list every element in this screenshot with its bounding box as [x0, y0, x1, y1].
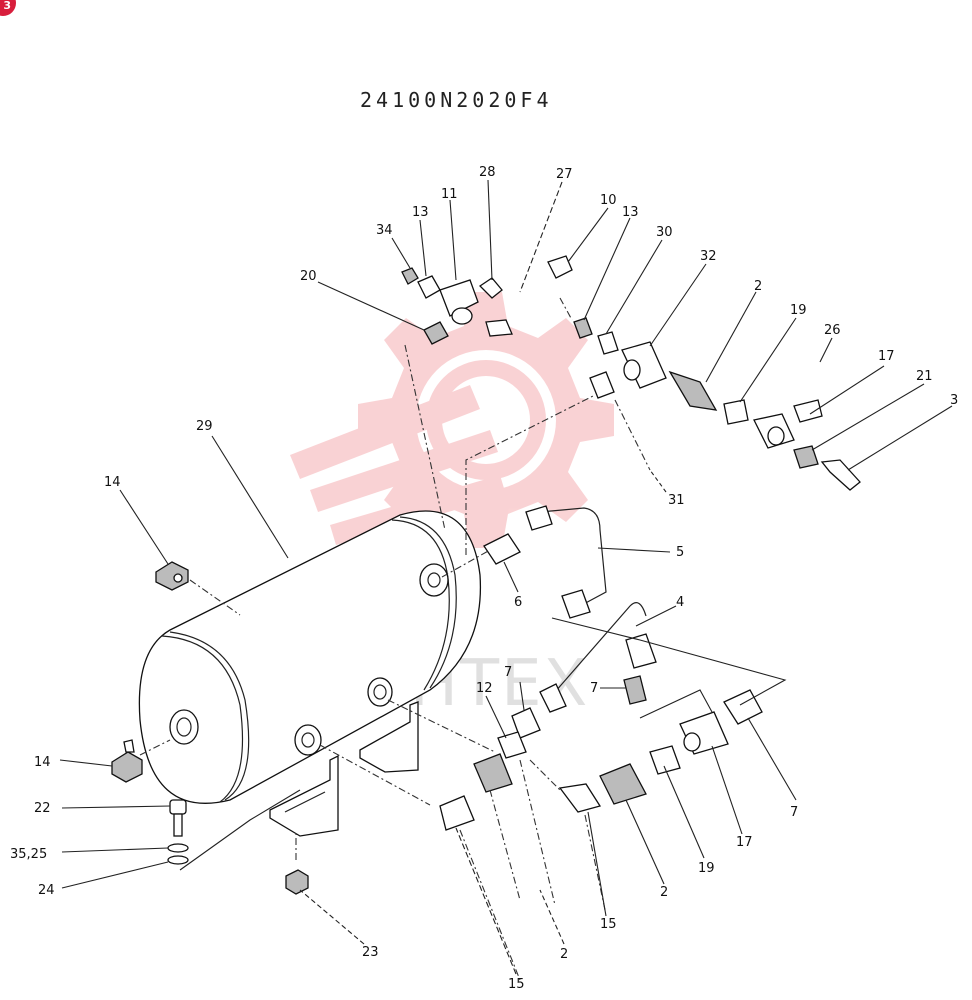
callout-15-bottom: 15 — [508, 977, 525, 992]
callout-31: 31 — [668, 493, 685, 508]
tank-bottom-port — [294, 724, 322, 756]
tank-end-port — [169, 709, 199, 745]
callout-5: 5 — [676, 545, 684, 560]
callout-labels: 34 13 11 28 27 10 13 30 32 2 19 26 17 21… — [10, 165, 958, 992]
fitting-6 — [483, 533, 521, 565]
drawing-part-number: 24100N2020F4 — [360, 88, 553, 112]
callout-32: 32 — [700, 249, 717, 264]
fitting-7-c — [723, 689, 763, 725]
tee-assembly-upper-left — [401, 267, 513, 345]
callout-2-lower-right: 2 — [660, 885, 668, 900]
elbow-fitting-14-upper — [155, 561, 189, 591]
callout-7-right: 7 — [790, 805, 798, 820]
callout-12: 12 — [476, 681, 493, 696]
fitting-chain-lower — [439, 711, 729, 831]
bolt-22-shank — [173, 813, 183, 837]
bolt-22-head — [169, 799, 187, 815]
fitting-7-a — [623, 675, 647, 705]
callout-34: 34 — [376, 223, 393, 238]
page-badge: 3 — [0, 0, 16, 16]
callout-35-25: 35,25 — [10, 847, 47, 862]
callout-26: 26 — [824, 323, 841, 338]
callout-20: 20 — [300, 269, 317, 284]
callout-21: 21 — [916, 369, 933, 384]
callout-15-center: 15 — [600, 917, 617, 932]
callout-10: 10 — [600, 193, 617, 208]
tank-top-port — [419, 563, 449, 597]
callout-14-upper: 14 — [104, 475, 121, 490]
tank-side-port — [367, 677, 393, 707]
callout-7-center: 7 — [590, 681, 598, 696]
page-badge-number: 3 — [3, 0, 11, 12]
callout-24: 24 — [38, 883, 55, 898]
callout-23: 23 — [362, 945, 379, 960]
callout-11: 11 — [441, 187, 458, 202]
callout-3: 3 — [950, 393, 958, 408]
fitting-chain-upper-right — [547, 255, 861, 491]
callout-22: 22 — [34, 801, 51, 816]
callout-17-lower: 17 — [736, 835, 753, 850]
callout-13-upper-right: 13 — [622, 205, 639, 220]
assembly-line-bolt — [179, 789, 301, 871]
pipe-5 — [525, 505, 607, 619]
fitting-7-b — [511, 707, 541, 739]
callout-17-upper: 17 — [878, 349, 895, 364]
callout-19-upper: 19 — [790, 303, 807, 318]
assembly-line-pipe4 — [551, 617, 787, 706]
callout-6: 6 — [514, 595, 522, 610]
callout-19-lower: 19 — [698, 861, 715, 876]
washer-35-25 — [167, 843, 189, 853]
washer-24 — [167, 855, 189, 865]
callout-4: 4 — [676, 595, 684, 610]
callout-leaders — [59, 179, 953, 975]
callout-30: 30 — [656, 225, 673, 240]
assembly-centerlines — [139, 297, 651, 981]
callout-13-upper-left: 13 — [412, 205, 429, 220]
mounting-bracket-front — [269, 754, 339, 837]
callout-27: 27 — [556, 167, 573, 182]
nut-23 — [285, 869, 309, 895]
callout-2-lower: 2 — [560, 947, 568, 962]
callout-29: 29 — [196, 419, 213, 434]
elbow-fitting-14-lower — [111, 739, 143, 783]
mounting-bracket-rear — [359, 701, 419, 773]
assembly-line-tee — [639, 689, 713, 719]
callout-7-left: 7 — [504, 665, 512, 680]
callout-14-lower: 14 — [34, 755, 51, 770]
callout-28: 28 — [479, 165, 496, 180]
air-tank — [138, 510, 482, 804]
callout-2-upper: 2 — [754, 279, 762, 294]
